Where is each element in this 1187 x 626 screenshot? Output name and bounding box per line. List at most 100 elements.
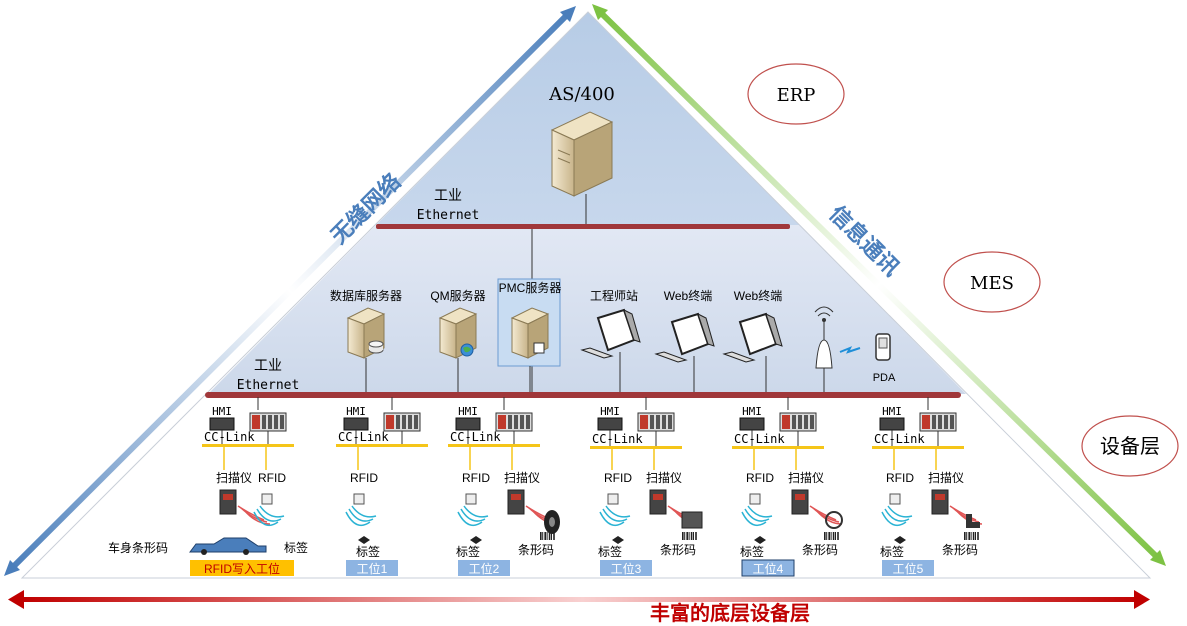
wireless-access-point-icon [814, 306, 834, 394]
rfid-reader-icon [599, 493, 631, 527]
qm-server: QM服务器 [430, 288, 486, 394]
cc-link-bus [590, 430, 682, 449]
device-label: RFID [746, 471, 774, 485]
station-label: 工位3 [611, 561, 642, 576]
pyramid-bottom-layer [22, 394, 1150, 578]
cc-link-bus [448, 430, 540, 447]
cc-link-label: CC-Link [204, 430, 255, 444]
tag-label: 标签 [356, 544, 380, 559]
barcode-label: 条形码 [802, 543, 838, 557]
plc-rack-icon [919, 412, 957, 432]
stations: HMI CC-Link 扫描仪 RFID 车身条形码 标签 RFID写入工位 HMI CC-Li… [108, 397, 983, 577]
information-communication-arrow [592, 4, 1166, 566]
rfid-reader-icon [881, 493, 913, 527]
station-label-box [346, 560, 398, 576]
pyramid-middle-layer [208, 225, 966, 394]
device-label: 扫描仪 [504, 471, 540, 485]
barcode-label: 条形码 [660, 543, 696, 557]
cc-link-bus [336, 430, 428, 447]
web-terminal-2: Web终端 [722, 288, 783, 394]
qm-server-label: QM服务器 [430, 288, 485, 303]
database-server-label: 数据库服务器 [330, 288, 402, 303]
station-label-box [190, 560, 294, 576]
rfid-reader-icon [253, 493, 285, 527]
tag-label: 标签 [880, 544, 904, 559]
barcode-icon [682, 532, 697, 540]
hmi-panel-icon [739, 417, 765, 431]
plc-rack-icon [637, 412, 675, 432]
web-terminal-2-label: Web终端 [734, 288, 782, 303]
pmc-server-label: PMC服务器 [499, 280, 562, 295]
device-label: RFID [886, 471, 914, 485]
seamless-network-arrow [4, 6, 576, 576]
web-terminal-1-monitor-icon [654, 312, 715, 363]
cc-link-bus [872, 430, 964, 449]
device-label: 扫描仪 [928, 471, 964, 485]
device-layer-ellipse [1081, 415, 1179, 477]
middle-ethernet-bus [205, 392, 961, 398]
as400-label: AS/400 [548, 84, 615, 105]
pyramid-outline [20, 11, 1152, 579]
station-label: 工位1 [357, 561, 388, 576]
barcode-label: 车身条形码 [108, 540, 168, 555]
scanner-icon [219, 489, 271, 525]
station-label: 工位4 [753, 561, 784, 576]
top-ethernet-label-1: 工业 [434, 187, 462, 203]
cc-link-label: CC-Link [592, 432, 643, 446]
rfid-reader-icon [741, 493, 773, 527]
engineer-station-monitor-icon [580, 308, 641, 359]
cc-link-bus [202, 430, 294, 447]
erp-layer-label: ERP [777, 85, 816, 106]
station-label-box [741, 559, 795, 577]
barcode-icon [540, 532, 555, 540]
mes-layer-ellipse [943, 251, 1041, 313]
database-server: 数据库服务器 [330, 288, 402, 394]
hmi-label: HMI [212, 405, 232, 418]
part-icon [825, 511, 843, 529]
rfid-tag-icon [754, 536, 766, 544]
middle-ethernet-label-1: 工业 [254, 357, 282, 373]
pda-icon [875, 333, 891, 361]
cc-link-label: CC-Link [450, 430, 501, 444]
device-label: RFID [604, 471, 632, 485]
hmi-label: HMI [742, 405, 762, 418]
pmc-server: PMC服务器 [497, 278, 562, 394]
station-label: 工位5 [893, 561, 924, 576]
engineer-station-label: 工程师站 [590, 288, 638, 303]
station-label: 工位2 [469, 561, 500, 576]
web-terminal-1: Web终端 [654, 288, 715, 394]
device-label: 扫描仪 [788, 471, 824, 485]
scanner-icon [791, 489, 843, 525]
erp-layer-ellipse [747, 63, 845, 125]
barcode-icon [964, 532, 979, 540]
middle-ethernet-label-2: Ethernet [237, 378, 300, 393]
cc-link-label: CC-Link [734, 432, 785, 446]
engineer-station: 工程师站 [580, 288, 641, 394]
top-ethernet-label-2: Ethernet [417, 208, 480, 223]
hmi-panel-icon [879, 417, 905, 431]
rfid-tag-icon [894, 536, 906, 544]
plc-rack-icon [249, 412, 287, 432]
station-label: RFID写入工位 [204, 561, 280, 576]
hmi-label: HMI [600, 405, 620, 418]
rfid-reader-icon [345, 493, 377, 527]
barcode-label: 条形码 [942, 543, 978, 557]
station-label-box [600, 560, 652, 576]
rfid-tag-icon [470, 536, 482, 544]
part-icon [681, 511, 703, 529]
cc-link-label: CC-Link [874, 432, 925, 446]
device-label: RFID [258, 471, 286, 485]
barcode-label: 条形码 [518, 543, 554, 557]
hmi-panel-icon [597, 417, 623, 431]
qm-server-icon [438, 307, 478, 359]
tag-label: 标签 [598, 544, 622, 559]
plc-rack-icon [495, 412, 533, 432]
wireless-link-icon [839, 346, 861, 354]
part-icon [544, 510, 560, 534]
web-terminal-2-monitor-icon [722, 312, 783, 363]
device-label: RFID [462, 471, 490, 485]
